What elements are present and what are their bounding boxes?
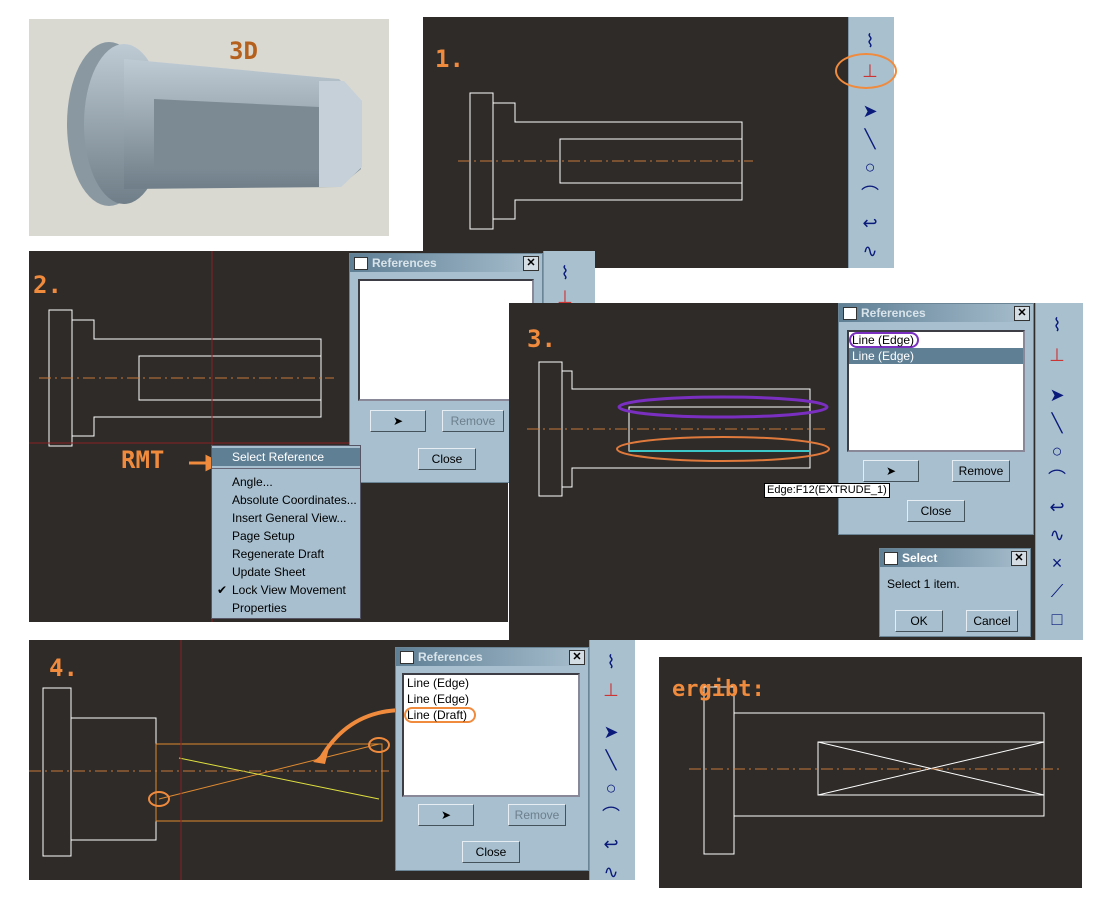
references-icon[interactable]: ⌇ <box>560 263 570 283</box>
point-icon[interactable]: × <box>1051 553 1063 573</box>
select-arrow-icon[interactable]: ➤ <box>862 101 878 121</box>
window-icon <box>884 552 898 565</box>
shaft-3d-render <box>67 42 362 206</box>
dialog-title: References <box>861 306 926 320</box>
fillet-icon[interactable]: ↩ <box>1049 497 1065 517</box>
spline-icon[interactable]: ∿ <box>603 862 619 882</box>
fillet-icon[interactable]: ↩ <box>862 213 878 233</box>
drawing-view <box>29 640 405 880</box>
line-icon[interactable]: ╲ <box>864 129 876 149</box>
line-icon[interactable]: ╲ <box>1051 413 1063 433</box>
menu-item-insert-general-view[interactable]: Insert General View... <box>232 511 347 525</box>
close-button[interactable]: Close <box>462 841 520 863</box>
chamfer-icon[interactable]: ⟋ <box>1050 581 1064 601</box>
menu-item-absolute-coordinates[interactable]: Absolute Coordinates... <box>232 493 357 507</box>
select-arrow-icon[interactable]: ➤ <box>1049 385 1065 405</box>
dialog-title: Select <box>902 551 938 565</box>
panel-label: 3. <box>527 325 556 353</box>
remove-button[interactable]: Remove <box>952 460 1010 482</box>
list-item[interactable]: Line (Edge) <box>849 332 919 348</box>
close-icon[interactable]: ✕ <box>523 256 539 271</box>
list-item[interactable]: Line (Edge) <box>849 348 1023 364</box>
sketch-toolbar: ⌇ ⊥ ➤ ╲ ○ ⌒ ↩ ∿ <box>835 17 897 268</box>
highlight-circle <box>835 53 897 89</box>
drawing-view <box>527 361 830 497</box>
close-button[interactable]: Close <box>418 448 476 470</box>
list-item[interactable]: Line (Edge) <box>407 692 470 706</box>
list-item[interactable]: Line (Draft) <box>404 707 476 723</box>
select-button[interactable]: ➤ <box>418 804 474 826</box>
menu-item-angle[interactable]: Angle... <box>232 475 273 489</box>
check-icon: ✔ <box>217 583 228 597</box>
rectangle-icon[interactable]: □ <box>1051 609 1063 629</box>
close-icon[interactable]: ✕ <box>1011 551 1027 566</box>
list-item[interactable]: Line (Edge) <box>407 676 470 690</box>
menu-item-regenerate-draft[interactable]: Regenerate Draft <box>232 547 325 561</box>
menu-divider <box>212 468 360 471</box>
close-icon[interactable]: ✕ <box>569 650 585 665</box>
window-icon <box>354 257 368 270</box>
remove-button[interactable]: Remove <box>508 804 566 826</box>
panel-label: 2. <box>33 271 62 299</box>
references-list[interactable]: Line (Edge) Line (Edge) Line (Draft) <box>402 673 580 797</box>
circle-icon[interactable]: ○ <box>864 157 876 177</box>
fillet-icon[interactable]: ↩ <box>603 834 619 854</box>
window-icon <box>400 651 414 664</box>
constraints-icon[interactable]: ⊥ <box>557 287 573 307</box>
panel-label: 3D <box>229 37 258 65</box>
arc-icon[interactable]: ⌒ <box>602 806 620 826</box>
references-icon[interactable]: ⌇ <box>865 31 875 51</box>
rmt-label: RMT <box>121 446 165 474</box>
window-icon <box>843 307 857 320</box>
arc-icon[interactable]: ⌒ <box>861 185 879 205</box>
references-list[interactable] <box>358 279 534 401</box>
references-dialog: References ✕ ➤ Remove Close <box>349 253 543 483</box>
references-dialog: References ✕ Line (Edge) Line (Edge) Line… <box>395 647 589 871</box>
menu-item-page-setup[interactable]: Page Setup <box>232 529 295 543</box>
menu-item-update-sheet[interactable]: Update Sheet <box>232 565 306 579</box>
menu-item-properties[interactable]: Properties <box>232 601 287 615</box>
sketch-toolbar: ⌇ ⊥ <box>543 251 595 307</box>
context-menu: Select Reference Angle... Absolute Coord… <box>211 445 361 619</box>
spline-icon[interactable]: ∿ <box>1049 525 1065 545</box>
cancel-button[interactable]: Cancel <box>966 610 1018 632</box>
drawing-view <box>689 686 1059 855</box>
constraints-icon[interactable]: ⊥ <box>603 680 619 700</box>
references-dialog: References ✕ Line (Edge) Line (Edge) ➤ Re… <box>838 303 1034 535</box>
dialog-title: References <box>418 650 483 664</box>
panel-step-1-canvas: 1. <box>423 17 848 268</box>
panel-result-canvas: ergibt: <box>659 657 1082 888</box>
references-icon[interactable]: ⌇ <box>1052 315 1062 335</box>
select-button[interactable]: ➤ <box>370 410 426 432</box>
line-icon[interactable]: ╲ <box>605 750 617 770</box>
constraints-icon[interactable]: ⊥ <box>1049 345 1065 365</box>
ok-button[interactable]: OK <box>895 610 943 632</box>
references-icon[interactable]: ⌇ <box>606 652 616 672</box>
menu-item-select-reference[interactable]: Select Reference <box>212 448 360 466</box>
remove-button[interactable]: Remove <box>442 410 504 432</box>
circle-icon[interactable]: ○ <box>1051 441 1063 461</box>
arc-icon[interactable]: ⌒ <box>1048 469 1066 489</box>
panel-3d-view: 3D <box>29 19 389 236</box>
circle-icon[interactable]: ○ <box>605 778 617 798</box>
close-button[interactable]: Close <box>907 500 965 522</box>
references-list[interactable]: Line (Edge) Line (Edge) <box>847 330 1025 452</box>
spline-icon[interactable]: ∿ <box>862 241 878 261</box>
select-message: Select 1 item. <box>887 577 960 591</box>
panel-label: 4. <box>49 654 78 682</box>
panel-label: ergibt: <box>672 677 765 702</box>
drawing-view <box>458 92 753 230</box>
close-icon[interactable]: ✕ <box>1014 306 1030 321</box>
sketch-toolbar: ⌇ ⊥ ➤ ╲ ○ ⌒ ↩ ∿ × ⟋ □ <box>1035 303 1083 640</box>
dialog-title: References <box>372 256 437 270</box>
menu-item-lock-view-movement[interactable]: ✔ Lock View Movement <box>212 581 360 599</box>
select-dialog: Select ✕ Select 1 item. OK Cancel <box>879 548 1031 637</box>
sketch-toolbar: ⌇ ⊥ ➤ ╲ ○ ⌒ ↩ ∿ <box>589 640 635 882</box>
panel-label: 1. <box>435 45 464 73</box>
select-arrow-icon[interactable]: ➤ <box>603 722 619 742</box>
edge-tooltip: Edge:F12(EXTRUDE_1) <box>764 483 890 498</box>
select-button[interactable]: ➤ <box>863 460 919 482</box>
menu-item-label: Lock View Movement <box>232 583 346 597</box>
